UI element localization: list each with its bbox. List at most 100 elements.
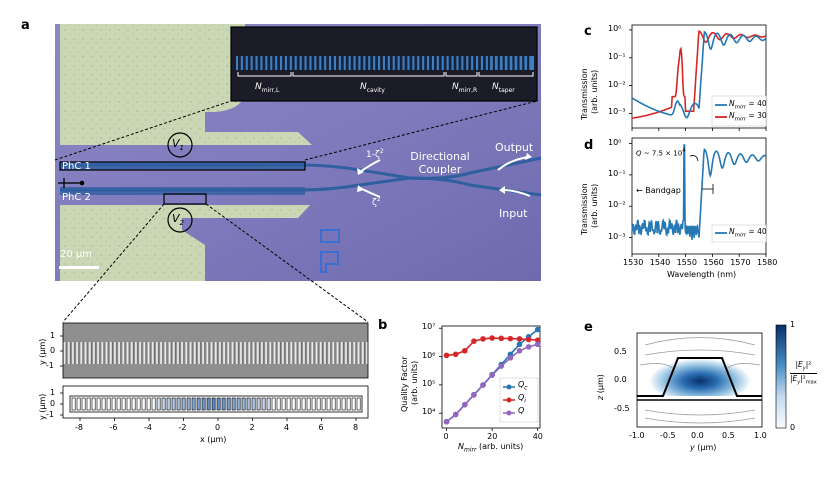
layout-hole xyxy=(86,397,91,411)
chart-d-legend-label: Nmirr = 40 xyxy=(729,227,767,239)
chart-b-x-label: Nmirr (arb. units) xyxy=(458,442,524,454)
inset-hole xyxy=(365,56,369,70)
data-point-Q_i xyxy=(507,335,514,342)
inset-brace xyxy=(445,72,478,77)
layout-hole xyxy=(246,397,251,411)
inset-hole xyxy=(370,56,374,70)
inset-hole xyxy=(497,56,500,70)
chart-c xyxy=(629,24,767,131)
chart-e-x-tick-label: 0.0 xyxy=(691,431,704,440)
layout-hole xyxy=(341,397,346,411)
data-point-Q_i xyxy=(461,347,468,354)
inset-hole xyxy=(443,56,447,70)
inset-hole xyxy=(301,56,305,70)
layout-hole xyxy=(176,397,181,411)
data-point-Q xyxy=(534,341,541,348)
data-point-Q xyxy=(489,372,495,378)
layout-hole xyxy=(241,397,246,411)
chart-d-legend xyxy=(711,224,767,243)
inset-hole xyxy=(340,56,344,70)
inset-hole xyxy=(419,56,423,70)
chart-d-x-tick-label: 1580 xyxy=(757,258,778,267)
inset-brace xyxy=(292,72,445,77)
layout-hole xyxy=(326,397,331,411)
layout-hole xyxy=(116,397,121,411)
chart-e-x-tick-label: 0.5 xyxy=(722,431,735,440)
panel-label-a: a xyxy=(21,18,30,33)
colorbar-tick-max: 1 xyxy=(790,320,796,329)
sem-x-tick-label: -8 xyxy=(75,423,83,432)
data-point-Q xyxy=(471,392,477,398)
colorbar xyxy=(775,324,787,429)
inset-hole xyxy=(438,56,442,70)
layout-hole xyxy=(296,397,301,411)
chart-b-y-tick-label: 10⁶ xyxy=(422,350,436,360)
layout-hole xyxy=(181,397,186,411)
phc1-label: PhC 1 xyxy=(62,161,91,172)
annotation-bandgap: ← Bandgap xyxy=(636,186,681,195)
sem-ytick-1: 1 xyxy=(50,331,56,340)
inset-hole xyxy=(321,56,325,70)
data-point-Q_i xyxy=(534,337,541,343)
sem-x-tick-label: 4 xyxy=(284,423,290,432)
chart-c-y-label: Transmission xyxy=(580,68,589,120)
sem-x-label: x (µm) xyxy=(200,435,227,444)
layout-hole xyxy=(136,397,141,411)
chart-d-x-tick-label: 1570 xyxy=(730,258,751,267)
layout-hole xyxy=(301,397,306,411)
chart-b-x-tick-label: 0 xyxy=(443,432,449,441)
sem-x-tick-label: -2 xyxy=(178,423,187,432)
data-point-Q xyxy=(480,382,486,388)
layout-hole xyxy=(266,397,271,411)
chart-e-y-tick-label: 0.5 xyxy=(614,347,627,356)
data-point-Q xyxy=(498,363,505,369)
layout-hole xyxy=(336,397,341,411)
chart-b-y-label: Quality Factor xyxy=(400,356,409,412)
inset-hole xyxy=(512,56,515,70)
chart-d-x-tick-label: 1560 xyxy=(703,258,724,267)
chart-b-legend-label: Q xyxy=(518,406,525,415)
layout-hole xyxy=(281,397,286,411)
data-point-Q xyxy=(507,355,514,361)
layout-hole xyxy=(111,397,116,411)
inset-hole xyxy=(316,56,320,70)
v1-label: V1 xyxy=(172,137,184,153)
chart-c-y-label-2: (arb. units) xyxy=(590,69,599,114)
chart-e-y-tick-label: -0.5 xyxy=(614,404,630,413)
annotation-q: Q ~ 7.5 × 104 xyxy=(636,148,686,158)
inset-hole xyxy=(331,56,334,70)
data-point-Q_c xyxy=(534,326,541,333)
chart-b-x-tick-label: 40 xyxy=(532,432,543,441)
panel-label-d: d xyxy=(584,138,594,153)
layout-hole xyxy=(306,397,311,411)
inset-hole xyxy=(282,56,285,70)
layout-hole xyxy=(221,397,226,411)
chartD-y-tick-label: 10⁰ xyxy=(608,137,622,147)
chartC-y-tick-label: 10⁰ xyxy=(608,23,622,33)
inset-label: Nmirr,R xyxy=(452,82,478,94)
inset-hole xyxy=(434,56,437,70)
mode-profile xyxy=(650,359,750,403)
layout-hole xyxy=(291,397,296,411)
inset-hole xyxy=(345,56,349,70)
chartC-y-tick-label: 10⁻¹ xyxy=(608,51,626,61)
sem-x-tick-label: 0 xyxy=(215,423,221,432)
inset-hole xyxy=(355,56,359,70)
phc2-label: PhC 2 xyxy=(62,192,91,203)
layout-hole xyxy=(206,397,211,411)
layout-hole xyxy=(251,397,256,411)
zeta-label: ζ2 xyxy=(372,196,381,208)
layout-hole xyxy=(231,397,236,411)
layout-hole xyxy=(216,397,221,411)
chart-b-x-tick-label: 20 xyxy=(487,432,498,441)
sem-x-tick-label: 6 xyxy=(318,423,324,432)
inset-hole xyxy=(389,56,393,70)
inset-hole xyxy=(394,56,398,70)
chartD-series-blue xyxy=(631,144,766,240)
sem-ytick-5: 0 xyxy=(50,399,56,408)
legend-marker xyxy=(506,397,512,403)
sem-x-tick-label: -6 xyxy=(109,423,118,432)
inset-hole xyxy=(527,56,530,70)
